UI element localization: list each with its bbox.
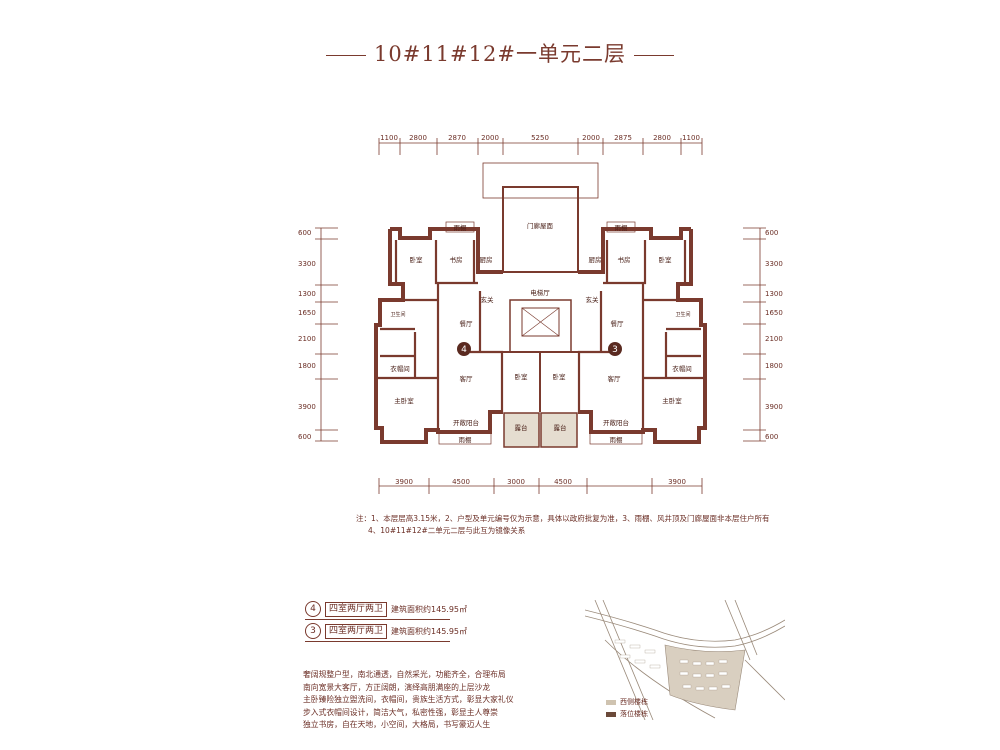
unit-number: 4 xyxy=(305,601,321,617)
room-dining-left: 餐厅 xyxy=(460,319,474,328)
room-living-left: 客厅 xyxy=(460,374,474,383)
unit-row-4: 4 四室两厅两卫 建筑面积约145.95㎡ xyxy=(305,601,467,617)
legend-swatch xyxy=(606,711,616,717)
room-foyer-left: 玄关 xyxy=(481,295,495,304)
dim-right-5: 2100 xyxy=(765,335,783,343)
dim-bottom-1: 3900 xyxy=(395,478,413,486)
dim-top-5: 5250 xyxy=(531,134,549,142)
page-title: 10#11#12#一单元二层 xyxy=(374,42,626,66)
room-terrace-left: 露台 xyxy=(515,423,528,432)
unit-area: 建筑面积约145.95㎡ xyxy=(391,626,468,636)
room-foyer-right: 玄关 xyxy=(586,295,600,304)
dim-top-6: 2000 xyxy=(582,134,600,142)
dim-right-2: 3300 xyxy=(765,260,783,268)
description-line: 独立书房，自在天地，小空间，大格局，书写豪迈人生 xyxy=(303,720,491,729)
unit-number: 3 xyxy=(305,623,321,639)
note-line-2: 4、10#11#12#二单元二层与此互为镜像关系 xyxy=(368,526,526,535)
room-kitchen-right: 厨房 xyxy=(589,255,602,264)
unit-row-3: 3 四室两厅两卫 建筑面积约145.95㎡ xyxy=(305,623,467,639)
room-canopy-bottom-right: 雨棚 xyxy=(610,435,624,444)
dim-top-9: 1100 xyxy=(682,134,700,142)
room-bath-right: 卫生间 xyxy=(675,311,690,318)
room-study-right: 书房 xyxy=(618,255,631,264)
unit-marker-4-label: 4 xyxy=(461,345,467,355)
room-cloak-right: 衣帽间 xyxy=(672,364,692,373)
dim-left-2: 3300 xyxy=(298,260,316,268)
unit-divider xyxy=(305,641,450,642)
dim-top-4: 2000 xyxy=(481,134,499,142)
note-line-1: 注：1、本层层高3.15米，2、户型及单元编号仅为示意，具体以政府批复为准，3、… xyxy=(356,514,770,523)
dim-top-7: 2875 xyxy=(614,134,632,142)
dim-bottom-2: 4500 xyxy=(452,478,470,486)
notes-block: 注：1、本层层高3.15米，2、户型及单元编号仅为示意，具体以政府批复为准，3、… xyxy=(356,513,776,537)
dim-left-5: 2100 xyxy=(298,335,316,343)
description-line: 奢阔规整户型，南北通透，自然采光，功能齐全，合理布局 xyxy=(303,670,506,679)
room-study-left: 书房 xyxy=(450,255,463,264)
dim-right-7: 3900 xyxy=(765,403,783,411)
dim-left-6: 1800 xyxy=(298,362,316,370)
room-door-roof: 门廊屋面 xyxy=(527,221,554,230)
room-master-right: 主卧室 xyxy=(662,396,682,405)
dim-right-6: 1800 xyxy=(765,362,783,370)
description-line: 主卧臻险独立盥洗间，衣帽间，贵族生活方式，彰显大家礼仪 xyxy=(303,695,514,704)
dim-right-1: 600 xyxy=(765,229,778,237)
description-line: 南向宽景大客厅，方正阔朗，演绎高朋满座的上层沙龙 xyxy=(303,682,491,692)
legend-swatch xyxy=(606,699,616,705)
unit-marker-3 xyxy=(608,342,622,356)
description-line: 步入式衣帽间设计，简洁大气，私密性强，彰显主人尊崇 xyxy=(303,707,498,717)
room-canopy-bottom-left: 雨棚 xyxy=(459,435,473,444)
room-bedroom-top-right: 卧室 xyxy=(659,255,673,264)
room-balcony-right: 开敞阳台 xyxy=(603,418,629,427)
legend-label: 落位楼栋 xyxy=(620,710,648,718)
room-dining-right: 餐厅 xyxy=(611,319,625,328)
floor-plan: 1100 2800 2870 2000 5250 2000 2875 2800 … xyxy=(298,134,783,494)
title-left-rule xyxy=(326,55,367,56)
dim-top-8: 2800 xyxy=(653,134,671,142)
room-canopy-top-left: 雨棚 xyxy=(454,223,468,232)
room-balcony-left: 开敞阳台 xyxy=(453,418,479,427)
room-bath-left: 卫生间 xyxy=(390,311,405,318)
room-bedroom-mid-left: 卧室 xyxy=(515,372,529,381)
terrace-right xyxy=(540,412,578,448)
dim-left-1: 600 xyxy=(298,229,311,237)
title-block: 10#11#12#一单元二层 xyxy=(0,38,1000,68)
dim-bottom-4: 4500 xyxy=(554,478,572,486)
dim-right-4: 1650 xyxy=(765,309,783,317)
title-right-rule xyxy=(633,55,674,56)
legend-item-located: 落位楼栋 xyxy=(606,709,648,719)
room-cloak-left: 衣帽间 xyxy=(390,364,410,373)
room-elevator-hall: 电梯厅 xyxy=(530,288,550,297)
dim-right-3: 1300 xyxy=(765,290,783,298)
unit-type: 四室两厅两卫 xyxy=(325,623,388,639)
unit-marker-3-label: 3 xyxy=(612,345,618,355)
dim-bottom-5: 3900 xyxy=(668,478,686,486)
dim-right-8: 600 xyxy=(765,433,778,441)
legend-item-west: 西侧楼栋 xyxy=(606,697,648,707)
room-bedroom-mid-right: 卧室 xyxy=(553,372,567,381)
dim-top-3: 2870 xyxy=(448,134,466,142)
legend-label: 西侧楼栋 xyxy=(620,698,648,706)
room-kitchen-left: 厨房 xyxy=(480,255,493,264)
unit-marker-4 xyxy=(457,342,471,356)
dim-top-2: 2800 xyxy=(409,134,427,142)
room-master-left: 主卧室 xyxy=(394,396,414,405)
description: 奢阔规整户型，南北通透，自然采光，功能齐全，合理布局 南向宽景大客厅，方正阔朗，… xyxy=(303,669,533,732)
dim-left-7: 3900 xyxy=(298,403,316,411)
dim-left-8: 600 xyxy=(298,433,311,441)
dim-top-1: 1100 xyxy=(380,134,398,142)
room-terrace-right: 露台 xyxy=(554,423,567,432)
building-walls xyxy=(374,162,707,445)
dim-left-3: 1300 xyxy=(298,290,316,298)
site-map xyxy=(585,600,785,720)
unit-divider xyxy=(305,619,450,620)
terrace-left xyxy=(503,412,540,448)
dim-bottom-3: 3000 xyxy=(507,478,525,486)
room-canopy-top-right: 雨棚 xyxy=(615,223,629,232)
room-living-right: 客厅 xyxy=(608,374,622,383)
unit-area: 建筑面积约145.95㎡ xyxy=(391,604,468,614)
room-bedroom-top-left: 卧室 xyxy=(410,255,424,264)
dim-left-4: 1650 xyxy=(298,309,316,317)
unit-type: 四室两厅两卫 xyxy=(325,601,388,617)
